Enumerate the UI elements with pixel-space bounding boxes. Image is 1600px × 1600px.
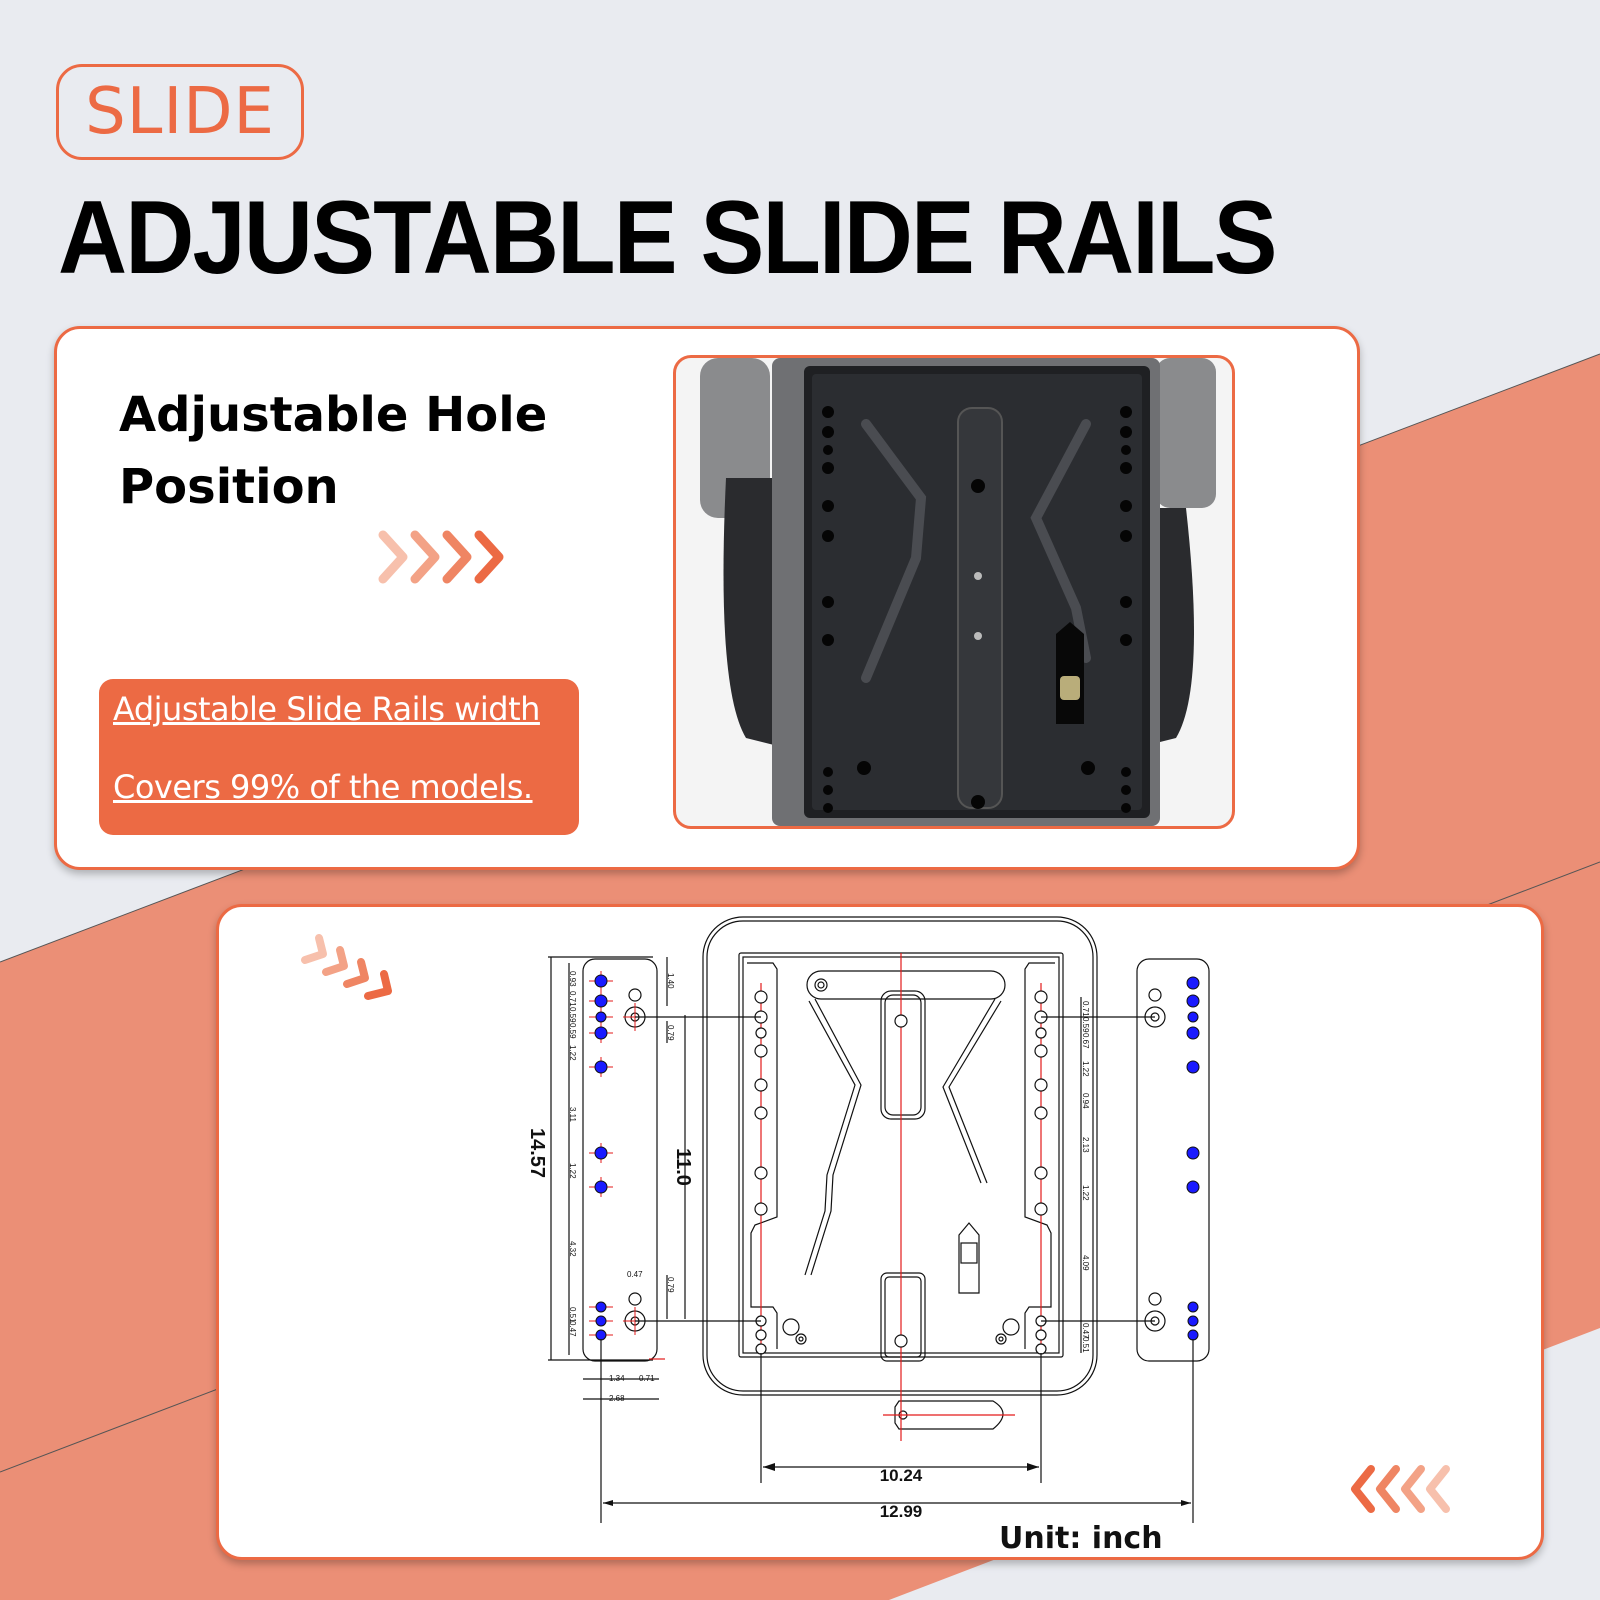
photo-left-holes [822,406,834,813]
dimension-rail-length: 14.57 [526,1128,548,1178]
dim-right-2: 0.67 [1081,1033,1090,1049]
dim-slot-width: 0.47 [627,1270,643,1279]
dim-right-7: 4.09 [1081,1255,1090,1271]
dim-right-5: 2.13 [1081,1137,1090,1153]
feature-title: Adjustable Hole Position [119,379,547,523]
dim-mount-top: 0.79 [666,1025,675,1041]
chevrons-down-right-icon [301,934,392,1000]
dim-left-4: 1.22 [568,1045,577,1061]
dim-mount-bottom: 0.79 [666,1277,675,1293]
dim-top-offset: 1.40 [666,973,675,989]
right-rail-holes [1144,976,1200,1341]
page-title: ADJUSTABLE SLIDE RAILS [58,180,1277,296]
dim-bottom-0: 1.34 [609,1374,625,1383]
dim-left-0: 0.93 [568,971,577,987]
seat-underside-photo [673,355,1235,829]
dim-left-3: 0.59 [568,1023,577,1039]
technical-drawing-card: 10.24 12.99 14.57 11.0 0.93 0.71 0.59 0.… [216,904,1544,1560]
dim-bottom-2: 2.68 [609,1394,625,1403]
dim-right-8: 0.47 [1081,1323,1090,1339]
rail-dimension-drawing: 10.24 12.99 14.57 11.0 0.93 0.71 0.59 0.… [301,916,1450,1523]
dim-left-8: 0.51 [568,1307,577,1323]
dim-right-1: 0.59 [1081,1017,1090,1033]
dim-right-0: 0.71 [1081,1001,1090,1017]
feature-card: Adjustable Hole Position Adjustable Slid… [54,326,1360,870]
promo-banner: Adjustable Slide Rails width Covers 99% … [99,679,579,835]
promo-link-coverage[interactable]: Covers 99% of the models. [113,768,533,806]
dimension-center-span: 11.0 [672,1148,694,1186]
dim-right-9: 0.51 [1081,1337,1090,1353]
dim-left-2: 0.59 [568,1007,577,1023]
dim-right-4: 0.94 [1081,1093,1090,1109]
dim-bottom-1: 0.71 [639,1374,655,1383]
photo-right-holes [1120,406,1132,813]
dimension-outer-width: 12.99 [880,1502,923,1521]
promo-link-width[interactable]: Adjustable Slide Rails width [113,690,540,728]
chevrons-right-icon [375,529,515,585]
feature-title-line2: Position [119,459,339,515]
unit-label: Unit: inch [999,1521,1163,1556]
left-rail-holes [589,971,649,1341]
dim-left-5: 3.11 [568,1107,577,1123]
dim-left-6: 1.22 [568,1163,577,1179]
badge-label: SLIDE [85,75,275,149]
dim-left-9: 0.47 [568,1321,577,1337]
chevrons-left-icon [1351,1465,1450,1513]
dim-right-3: 1.22 [1081,1061,1090,1077]
dim-left-1: 0.71 [568,991,577,1007]
dimension-inner-width: 10.24 [880,1466,923,1485]
slide-badge: SLIDE [56,64,304,160]
dim-left-7: 4.32 [568,1241,577,1257]
dim-right-6: 1.22 [1081,1185,1090,1201]
feature-title-line1: Adjustable Hole [119,387,548,443]
